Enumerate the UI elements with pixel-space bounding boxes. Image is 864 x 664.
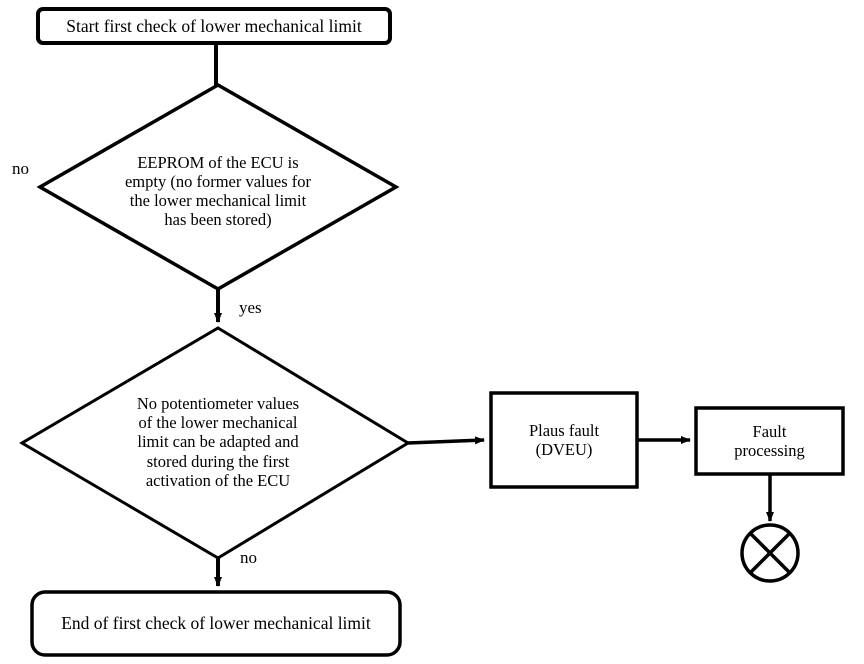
edge-label-no-potentiometer: no — [240, 548, 257, 567]
start-node-shape — [36, 7, 392, 45]
edge-label-yes-eeprom: yes — [239, 298, 262, 317]
end-node-shape — [30, 590, 402, 657]
plaus-fault-shape — [489, 391, 639, 489]
edge-decision-to-plaus-fault — [407, 436, 485, 445]
terminator-cross-line-2 — [748, 531, 792, 575]
decision-eeprom-shape — [36, 82, 400, 292]
fault-processing-shape — [694, 406, 845, 476]
decision-potentiometer-shape — [19, 326, 411, 560]
edge-label-no-eeprom: no — [12, 159, 29, 178]
